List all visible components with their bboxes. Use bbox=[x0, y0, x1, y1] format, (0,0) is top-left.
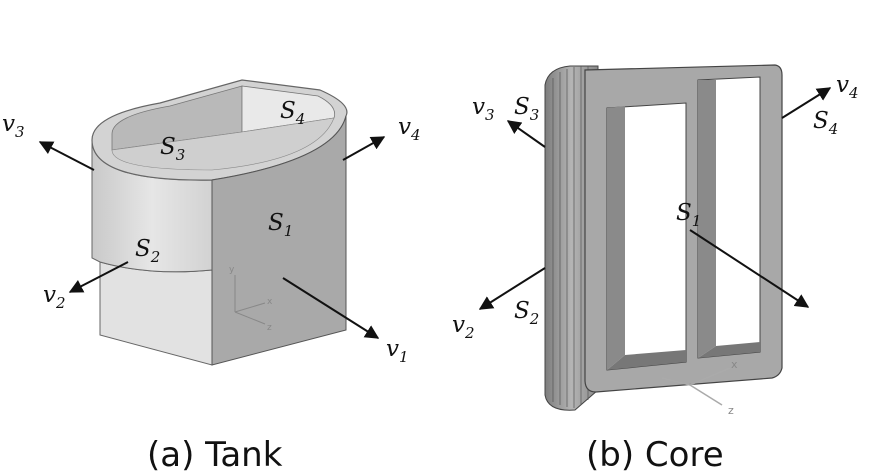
core-label-s2: S2 bbox=[514, 298, 539, 328]
tank-axis-z: z bbox=[267, 323, 272, 333]
core-caption: (b) Core bbox=[586, 435, 724, 475]
tank-label-s4: S4 bbox=[280, 98, 305, 128]
core-arrow-v4 bbox=[781, 87, 832, 119]
tank-caption: (a) Tank bbox=[147, 435, 283, 475]
core-label-v4: v4 bbox=[836, 72, 859, 102]
tank-front-face bbox=[211, 115, 347, 366]
tank-label-v3: v3 bbox=[2, 111, 25, 141]
core-label-v2: v2 bbox=[452, 312, 475, 342]
tank-arrow-v1 bbox=[282, 277, 380, 339]
tank-label-v1: v1 bbox=[386, 336, 409, 366]
tank-arrow-v3 bbox=[38, 141, 95, 171]
core-arrow-v2 bbox=[478, 267, 546, 310]
core-drawing: x z bbox=[478, 64, 832, 417]
core-window-right-bottom bbox=[698, 342, 760, 358]
core-label-s4: S4 bbox=[813, 108, 838, 138]
tank-label-s1: S1 bbox=[268, 210, 293, 240]
tank-label-v2: v2 bbox=[43, 282, 66, 312]
tank-lower-box bbox=[99, 261, 213, 366]
tank-label-s2: S2 bbox=[135, 236, 160, 266]
core-label-s1: S1 bbox=[676, 200, 701, 230]
core-axis-triad bbox=[661, 367, 731, 406]
tank-axis-triad bbox=[234, 275, 266, 325]
core-arrow-v3 bbox=[506, 120, 546, 148]
tank-drawing: y x z bbox=[38, 79, 386, 366]
core-arrow-v1 bbox=[689, 229, 810, 308]
core-window-left-bottom bbox=[607, 350, 686, 370]
tank-arrow-v4 bbox=[342, 136, 386, 161]
tank-arrow-v2 bbox=[68, 261, 129, 293]
tank-axis-x: x bbox=[267, 297, 273, 307]
tank-label-v4: v4 bbox=[398, 114, 421, 144]
core-axis-z: z bbox=[728, 404, 734, 417]
core-window-left-inner bbox=[607, 106, 625, 370]
core-label-v3: v3 bbox=[472, 94, 495, 124]
core-window-right-inner bbox=[698, 80, 716, 358]
tank-label-s3: S3 bbox=[160, 134, 185, 164]
core-axis-x: x bbox=[731, 358, 738, 371]
tank-axis-y: y bbox=[229, 265, 235, 275]
tank-inner-floor bbox=[111, 117, 335, 171]
core-label-s3: S3 bbox=[514, 94, 539, 124]
